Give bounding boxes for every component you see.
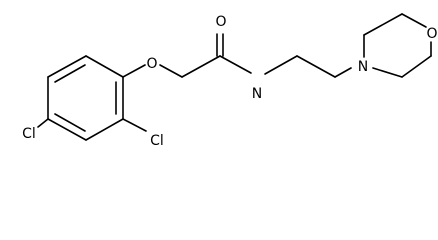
ring-bond [85,55,124,78]
atom-morpholine-oxygen: O [426,26,437,42]
atom-ether-oxygen: O [146,56,157,72]
bond-carbonyl-c-n [219,55,252,74]
bond-ring-ether-o [122,64,146,78]
chemical-structure: Cl Cl O O N N O [22,13,438,149]
atom-amide-nitrogen: N [252,86,262,102]
dichlorophenyl-ring [47,55,124,141]
bond-ch2-morpholine-n [334,67,352,78]
bond-n-ch2 [264,55,298,75]
morpholine-ring [363,13,432,78]
ring-bond [47,55,87,78]
atom-cl-ortho: Cl [150,133,164,149]
ring-bond [401,55,432,78]
atom-cl-para: Cl [22,126,36,142]
ring-bond [47,118,87,141]
ring-bond [401,13,427,28]
bond-ch2-ch2 [296,55,336,78]
atom-morpholine-nitrogen: N [358,59,368,75]
ring-double-bond [54,64,86,83]
bond-ring-cl-para [37,118,49,128]
ring-bond [363,13,403,36]
ring-bond [372,67,403,78]
bond-ring-cl-ortho [122,118,147,132]
ring-double-bond [54,113,86,132]
ring-bond [85,118,124,141]
bond-ether-o-ch2 [159,64,183,78]
bond-ch2-carbonyl-c [181,55,221,78]
atom-carbonyl-oxygen: O [215,14,226,30]
